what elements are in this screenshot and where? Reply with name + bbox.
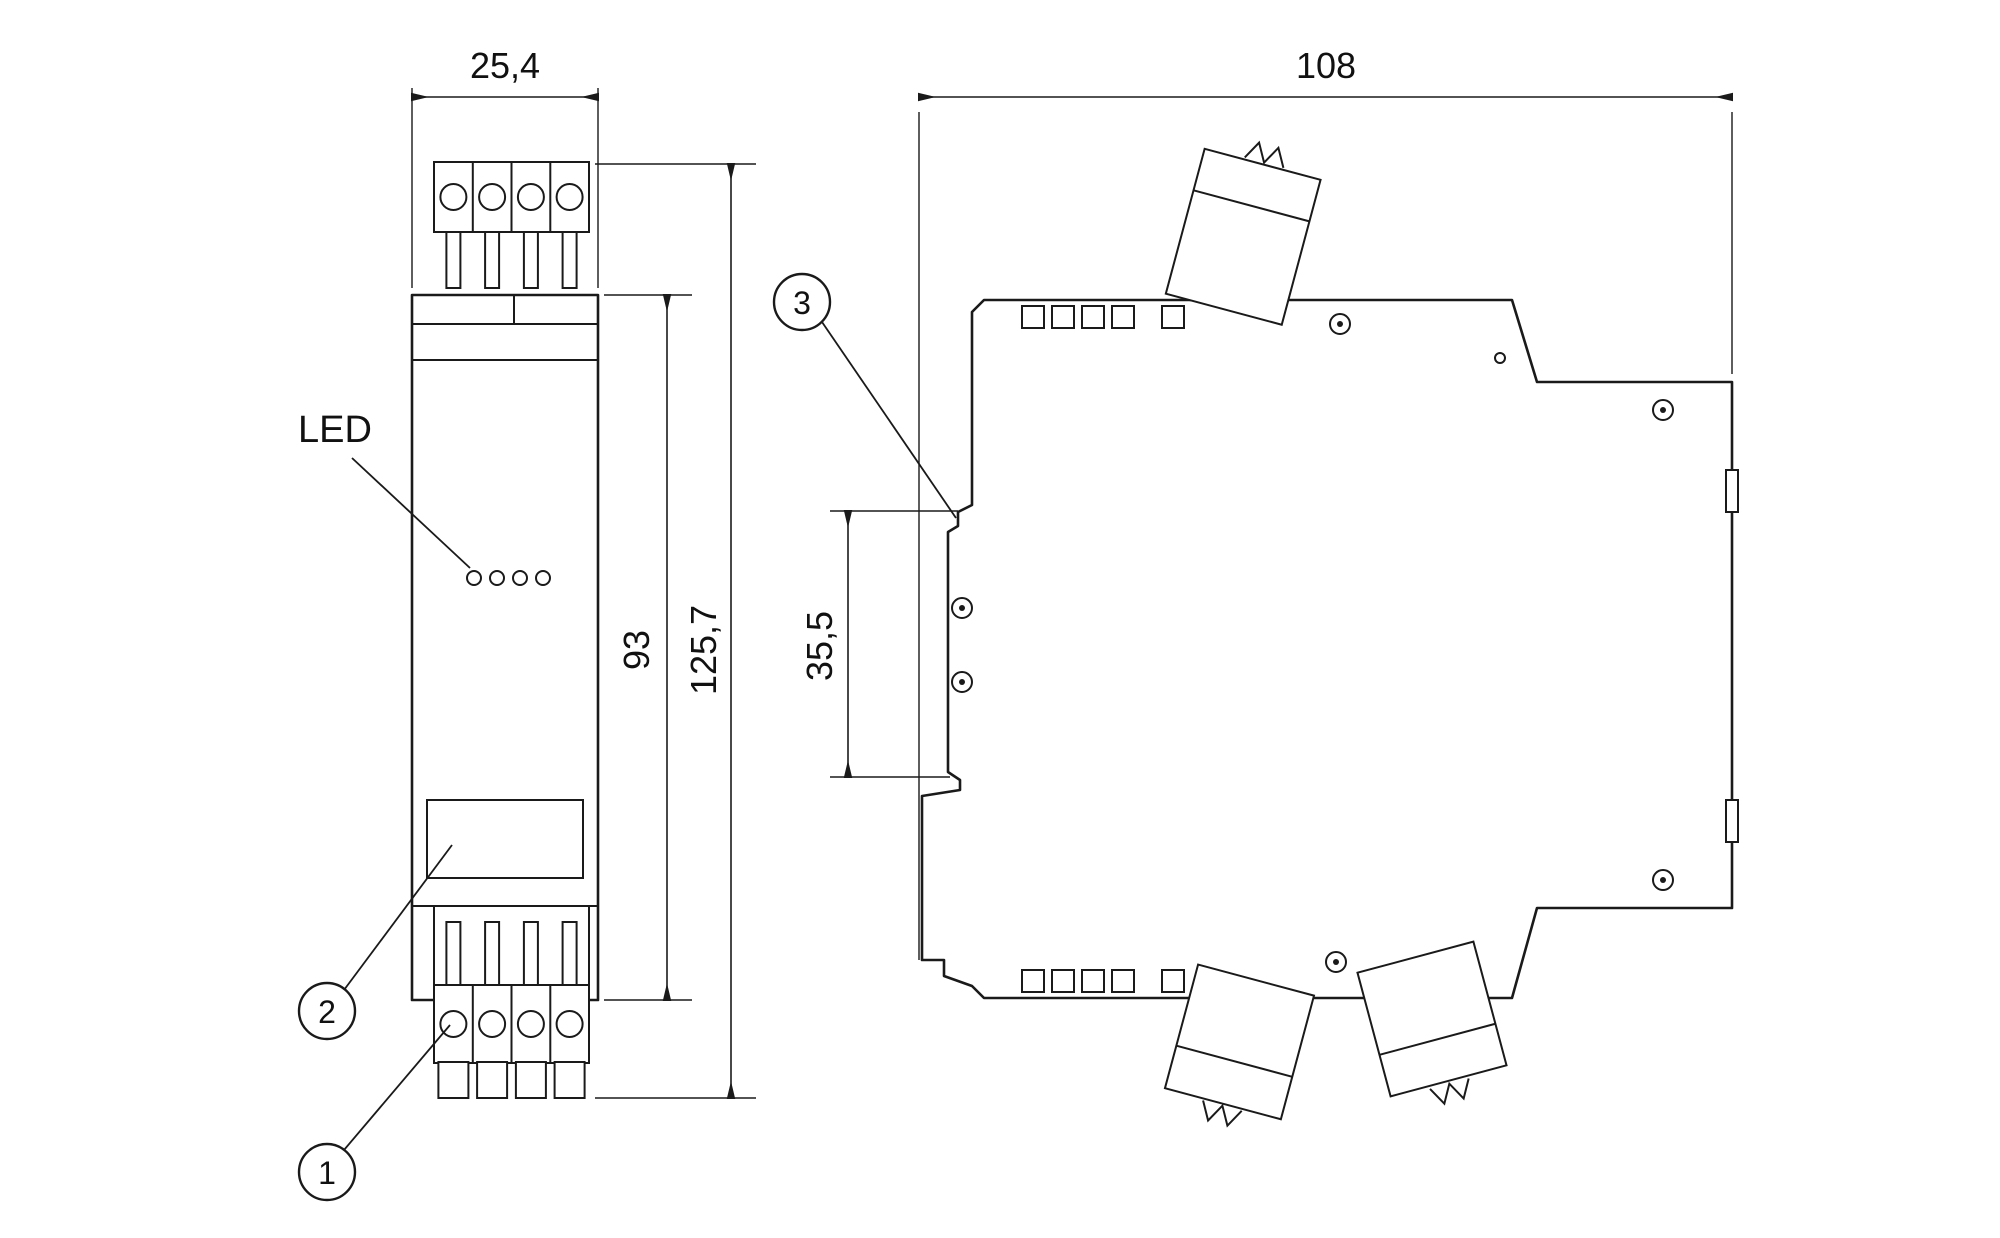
callout-3-circle [772, 272, 832, 332]
callouts: 2 1 3 [297, 272, 957, 1202]
latch-slot [1725, 799, 1739, 843]
callout2-leader-line [343, 844, 453, 991]
side-bottom-vents [1021, 969, 1185, 993]
side-housing-profile [920, 298, 1734, 1000]
callout-2-number: 2 [318, 994, 336, 1030]
callout3-leader-line [821, 321, 957, 519]
terminal-screw [478, 183, 507, 211]
latch-slot [1725, 469, 1739, 513]
dim-label-front-body-height: 93 [616, 630, 657, 670]
side-connector-bottom-right [1356, 940, 1508, 1106]
dimension-lines [410, 92, 1734, 1100]
cable-clamp-icon [1244, 140, 1285, 169]
side-connector-top [1164, 140, 1322, 326]
dim-label-front-total-height: 125,7 [683, 605, 724, 695]
side-view [920, 140, 1739, 1128]
front-top-terminal [433, 161, 590, 289]
dim-label-rail-section: 35,5 [799, 611, 840, 681]
dim-label-front-width: 25,4 [470, 45, 540, 86]
front-bottom-terminal [433, 921, 590, 1099]
callout-1-number: 1 [318, 1155, 336, 1191]
callout-3-number: 3 [793, 285, 811, 321]
housing-screws [951, 313, 1674, 973]
terminal-screw [555, 183, 584, 211]
terminal-screw [439, 1010, 468, 1038]
extension-lines [411, 88, 1733, 1099]
side-connector-bottom-left [1163, 963, 1316, 1128]
cable-clamp-icon [1202, 1100, 1243, 1128]
front-label-window [426, 799, 584, 879]
callout-2-circle [297, 981, 357, 1041]
terminal-screw [439, 183, 468, 211]
callout-1-circle [297, 1142, 357, 1202]
led-leader-line [351, 457, 471, 569]
led-indicators [466, 570, 551, 586]
front-view [410, 161, 600, 1099]
dimension-labels: 25,4 108 93 125,7 35,5 LED [298, 45, 1356, 695]
led-label: LED [298, 409, 372, 451]
terminal-screw [555, 1010, 584, 1038]
terminal-screw [516, 183, 545, 211]
side-top-vents [1021, 305, 1185, 329]
dim-label-side-depth: 108 [1296, 45, 1356, 86]
pin-hole [1494, 352, 1506, 364]
callout1-leader-line [343, 1024, 451, 1151]
terminal-screw [516, 1010, 545, 1038]
cable-clamp-icon [1429, 1078, 1470, 1106]
front-housing [410, 293, 600, 1002]
terminal-screw [478, 1010, 507, 1038]
